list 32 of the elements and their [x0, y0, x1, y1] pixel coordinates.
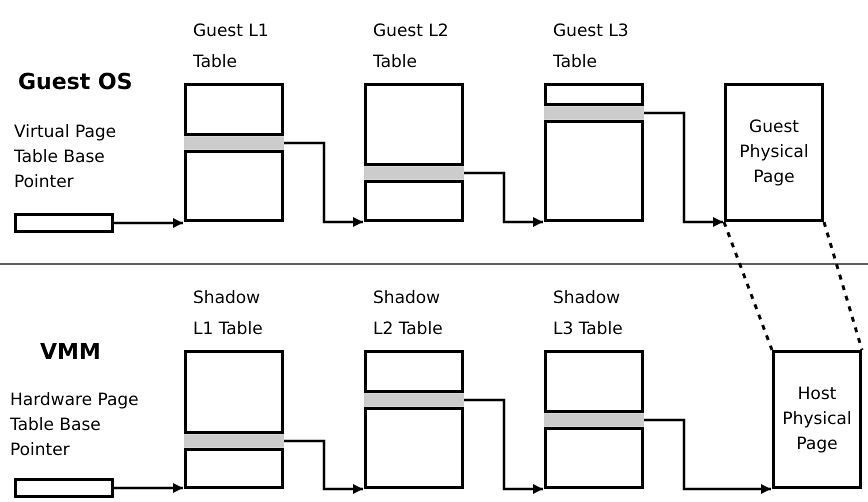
table-heading: Guest L1 Table: [193, 20, 270, 74]
pointer-register: [14, 478, 114, 498]
table-heading: Guest L3 Table: [553, 20, 630, 74]
table-heading: Shadow L2 Table: [373, 287, 444, 341]
pointer-arrow: [284, 440, 363, 494]
dashed-projection-line: [822, 222, 864, 350]
pointer-arrow: [114, 218, 183, 228]
table-heading: Shadow L1 Table: [193, 287, 264, 341]
pointer-label: Virtual Page Table Base Pointer: [14, 121, 118, 194]
table-heading: Guest L2 Table: [373, 20, 450, 74]
memory-page: [772, 350, 862, 489]
page-label: Host Physical Page: [781, 383, 853, 456]
dashed-projection-line: [722, 221, 774, 351]
table-entry: [184, 133, 284, 153]
memory-page: [724, 83, 824, 222]
page-label: Guest Physical Page: [738, 116, 810, 189]
section-title: Guest OS: [18, 70, 132, 95]
pointer-label: Hardware Page Table Base Pointer: [10, 389, 140, 462]
pointer-register: [14, 213, 114, 233]
table-entry: [184, 431, 284, 451]
pointer-arrow: [644, 112, 723, 227]
table-entry: [544, 103, 644, 123]
pointer-arrow: [644, 418, 771, 494]
table-entry: [364, 390, 464, 410]
table-heading: Shadow L3 Table: [553, 287, 624, 341]
pointer-arrow: [114, 483, 183, 493]
pointer-arrow: [464, 398, 543, 494]
table-entry: [544, 410, 644, 430]
table-entry: [364, 163, 464, 183]
pointer-arrow: [464, 172, 543, 227]
pointer-arrow: [284, 142, 363, 227]
section-title: VMM: [40, 340, 101, 365]
